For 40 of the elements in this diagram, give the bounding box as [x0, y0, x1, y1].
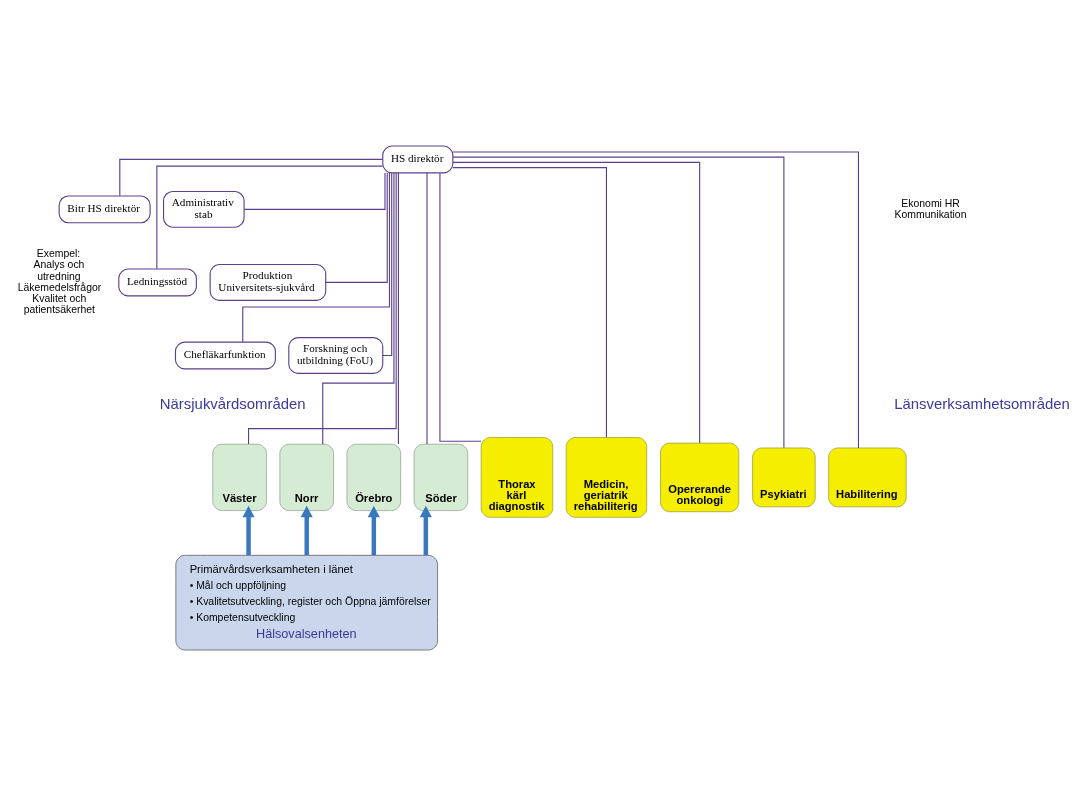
- label: Exempel: Analys och utredning Läkemedelsfrågor Kvalitet och patientsäkerhet: [17, 248, 102, 316]
- arrow: [300, 505, 313, 556]
- connector: [119, 158, 384, 197]
- label: Närsjukvårdsområden: [159, 396, 306, 413]
- connector: [452, 151, 859, 449]
- node-box: Psykiatri: [752, 447, 816, 508]
- node-box: Forskning och utbildning (FoU): [288, 337, 384, 374]
- node-box: Medicin, geriatrik rehabiliterig: [565, 437, 648, 518]
- node-box: Ledningsstöd: [118, 268, 197, 297]
- arrow: [242, 505, 255, 556]
- label: Ekonomi HR Kommunikation: [894, 197, 967, 220]
- node-box: Söder: [413, 443, 469, 511]
- node-box: Thorax kärl diagnostik: [480, 437, 554, 518]
- connector: [322, 172, 395, 445]
- node-box: Norr: [279, 443, 334, 511]
- connector: [243, 172, 386, 210]
- node-box: Administrativ stab: [163, 190, 245, 228]
- connector: [248, 172, 397, 445]
- connector: [382, 172, 393, 357]
- node-box: Habilitering: [828, 447, 907, 508]
- connector: [439, 172, 482, 442]
- connector: [452, 161, 701, 444]
- node-box: Opererande onkologi: [660, 442, 740, 513]
- node-box: Örebro: [346, 443, 402, 511]
- node-box: HS direktör: [382, 145, 454, 174]
- node-box: Bitr HS direktör: [58, 195, 151, 224]
- connector: [452, 167, 607, 438]
- connector: [156, 165, 384, 270]
- connector: [452, 156, 785, 449]
- arrow: [419, 505, 432, 556]
- node-box: Chefläkarfunktion: [174, 341, 276, 370]
- connector: [325, 172, 388, 283]
- connector: [242, 172, 391, 343]
- connector: [426, 172, 428, 445]
- node-box: Väster: [212, 443, 267, 511]
- node-box: Primärvårdsverksamheten i länet • Mål och uppföljning • Kvalitetsutveckling, register och Öppna jämförelser • Kompetensutveckling Hälsovalsenheten: [175, 554, 438, 651]
- label: Länsverksamhetsområden: [894, 396, 1070, 413]
- arrow: [367, 505, 380, 556]
- node-box: Produktion Universitets-sjukvård: [209, 264, 327, 301]
- connector: [397, 172, 399, 445]
